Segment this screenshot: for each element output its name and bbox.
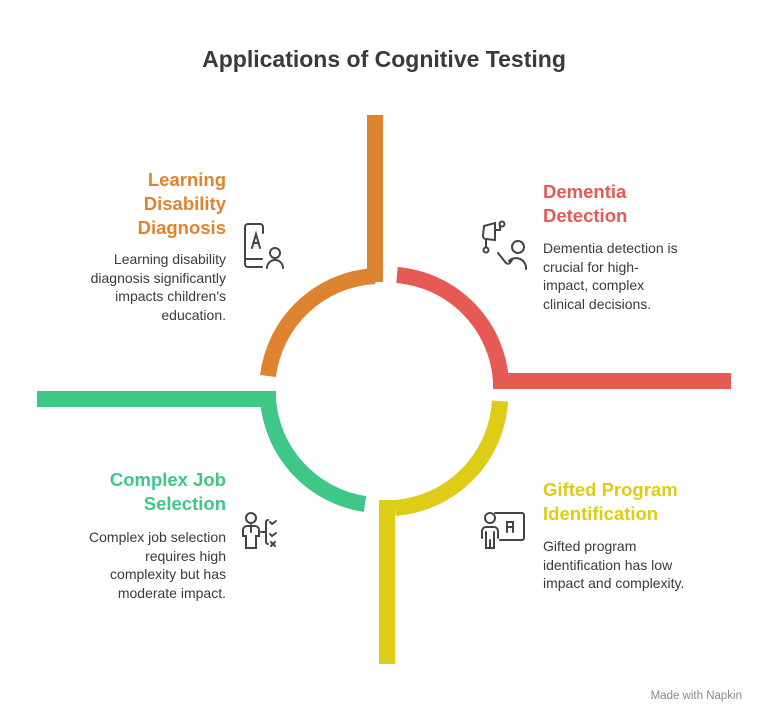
title-line: Gifted Program xyxy=(543,479,678,500)
description-line: moderate impact. xyxy=(117,584,226,601)
orange-bar xyxy=(367,115,383,282)
orange-arc xyxy=(260,268,376,378)
red-bar xyxy=(493,373,731,389)
description-line: identification has low xyxy=(543,556,673,573)
description-line: education. xyxy=(161,306,226,323)
section-title-learning-disability: Learning Disability Diagnosis xyxy=(138,168,226,240)
footer-attribution[interactable]: Made with Napkin xyxy=(650,690,742,702)
description-line: diagnosis significantly xyxy=(90,269,226,286)
green-bar xyxy=(37,391,276,407)
description-line: Dementia detection is xyxy=(543,240,678,256)
title-line: Disability xyxy=(143,193,226,214)
title-line: Detection xyxy=(543,205,628,226)
title-line: Diagnosis xyxy=(137,217,226,238)
description-line: complexity but has xyxy=(110,566,226,582)
brain-scan-person-icon xyxy=(481,220,528,270)
reading-person-icon xyxy=(244,223,284,269)
page-title: Applications of Cognitive Testing xyxy=(202,46,566,72)
yellow-arc xyxy=(394,400,508,516)
description-line: impact and complexity. xyxy=(543,575,685,591)
red-arc xyxy=(396,267,509,382)
description-line: impact, complex xyxy=(543,277,645,293)
person-checklist-icon xyxy=(242,512,277,549)
section-description-gifted: Gifted program identification has low im… xyxy=(543,537,684,593)
title-line: Identification xyxy=(543,503,659,524)
section-description-complex-job: Complex job selection requires high comp… xyxy=(89,528,226,602)
description-line: Complex job selection xyxy=(89,529,226,545)
section-description-dementia: Dementia detection is crucial for high- … xyxy=(543,239,678,313)
section-title-gifted: Gifted Program Identification xyxy=(543,478,678,526)
section-description-learning-disability: Learning disability diagnosis significan… xyxy=(91,250,226,324)
description-line: requires high xyxy=(145,547,226,564)
title-line: Complex Job xyxy=(109,469,226,490)
section-title-complex-job: Complex Job Selection xyxy=(110,468,226,516)
title-line: Learning xyxy=(147,169,226,190)
description-line: Gifted program xyxy=(543,538,637,554)
description-line: clinical decisions. xyxy=(543,295,652,312)
description-line: impacts children's xyxy=(115,288,226,304)
section-title-dementia: Dementia Detection xyxy=(543,180,627,228)
title-line: Selection xyxy=(143,493,226,514)
description-line: Learning disability xyxy=(113,251,226,267)
description-line: crucial for high- xyxy=(543,258,639,275)
title-line: Dementia xyxy=(543,181,627,202)
yellow-bar xyxy=(379,500,395,664)
student-board-icon xyxy=(481,512,525,549)
green-arc xyxy=(260,398,367,512)
